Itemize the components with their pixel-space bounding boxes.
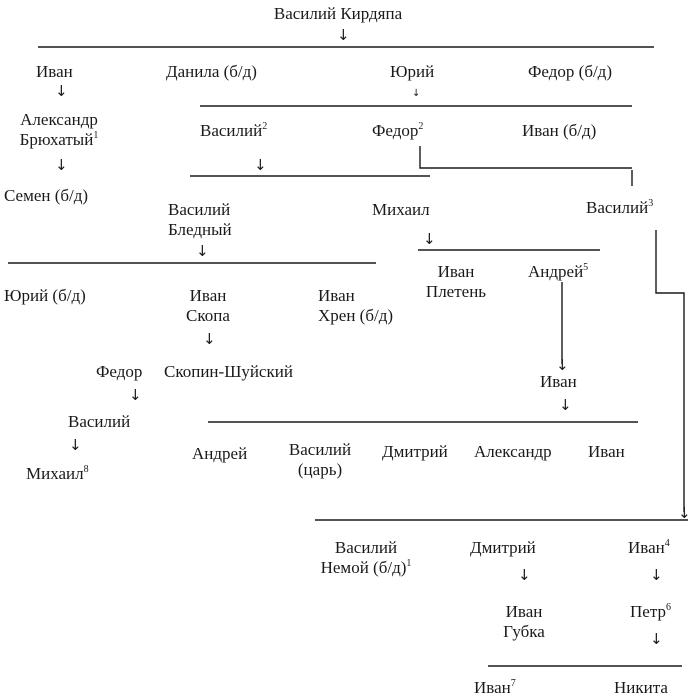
arrow-down-icon: ↓ — [650, 566, 663, 584]
person-vasily-4: Василий — [68, 412, 131, 431]
person-andrey-1: Андрей5 — [528, 262, 589, 281]
descent-line-fedor-to-vasily3 — [419, 146, 632, 169]
arrow-down-icon: ↓ — [518, 566, 531, 584]
arrow-down-icon: ↓ — [129, 386, 142, 404]
person-nikita: Никита — [614, 678, 668, 697]
person-vasily-bledny: Василий Бледный — [168, 200, 232, 239]
person-ivan-2: Иван (б/д) — [522, 121, 597, 140]
person-dmitry-1: Дмитрий — [382, 442, 448, 461]
person-yury-2: Юрий (б/д) — [4, 286, 86, 305]
person-mikhail-1: Михаил — [372, 200, 430, 219]
person-alexander-2: Александр — [474, 442, 552, 461]
person-ivan-skopa: Иван Скопа — [186, 286, 230, 325]
arrow-down-icon: ↓ — [559, 396, 572, 414]
person-vasily-tsar: Василий (царь) — [288, 440, 352, 479]
person-fedor-3: Федор — [96, 362, 143, 381]
arrow-down-icon: ↓ — [55, 156, 68, 174]
person-skopin-shuisky: Скопин-Шуйский — [164, 362, 293, 381]
person-yury-1: Юрий — [390, 62, 435, 81]
person-dmitry-2: Дмитрий — [470, 538, 536, 557]
person-vasily-3: Василий3 — [586, 198, 654, 217]
person-ivan-5: Иван4 — [628, 538, 670, 557]
person-danila: Данила (б/д) — [166, 62, 257, 81]
person-ivan-3: Иван — [540, 372, 577, 391]
person-ivan-gubka: Иван Губка — [503, 602, 545, 641]
person-ivan-1: Иван — [36, 62, 73, 81]
person-petr: Петр6 — [630, 602, 671, 621]
arrow-down-icon: ↓ — [650, 630, 663, 648]
person-fedor-1: Федор (б/д) — [528, 62, 612, 81]
person-semen: Семен (б/д) — [4, 186, 89, 205]
person-ivan-6: Иван7 — [474, 678, 516, 697]
arrow-down-icon: ↓ — [55, 82, 68, 100]
person-mikhail-2: Михаил8 — [26, 464, 89, 483]
arrow-down-icon: ↓ — [203, 330, 216, 348]
arrow-down-icon: ↓ — [556, 356, 569, 374]
arrow-down-icon: ↓ — [69, 436, 82, 454]
person-alexander-bryukhaty: Александр Брюхатый1 — [19, 110, 99, 149]
arrow-down-icon: ↓ — [196, 242, 209, 260]
arrow-down-icon: ↓ — [254, 156, 267, 174]
person-ivan-pleten: Иван Плетень — [425, 262, 487, 301]
arrow-down-icon: ↓ — [423, 230, 436, 248]
arrow-down-icon: ↓ — [412, 88, 421, 99]
person-ivan-khren: Иван Хрен (б/д) — [318, 286, 394, 325]
person-vasily-nemoy: Василий Немой (б/д)1 — [320, 538, 412, 577]
arrow-down-icon: ↓ — [337, 26, 350, 44]
person-fedor-2: Федор2 — [372, 121, 424, 140]
person-ivan-4: Иван — [588, 442, 625, 461]
person-vasily-kirdyapa: Василий Кирдяпа — [273, 4, 403, 23]
person-andrey-2: Андрей — [192, 444, 248, 463]
arrow-down-icon: ↓ — [678, 504, 691, 522]
person-vasily-2: Василий2 — [200, 121, 268, 140]
descent-line-vasily3-to-children — [655, 230, 685, 512]
